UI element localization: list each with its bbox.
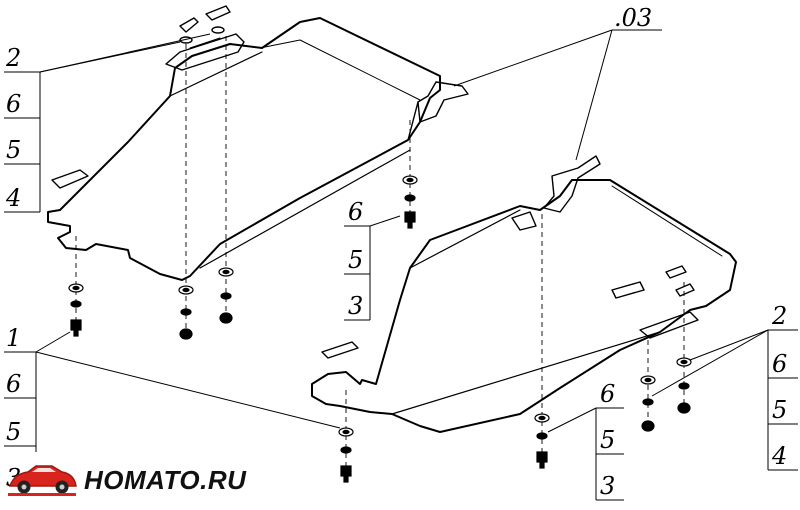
fastener-stack-6 — [534, 413, 550, 469]
callout-mid-2: 3 — [348, 292, 364, 320]
logo-text: HOMATO.RU — [84, 464, 247, 495]
fastener-stack-1 — [68, 283, 84, 337]
right-plate-top-fasteners — [665, 265, 695, 297]
callout-left-bottom-2: 5 — [6, 418, 22, 446]
callout-left-top-1: 6 — [6, 90, 22, 118]
fastener-stack-2 — [178, 285, 194, 340]
fastener-stack-5 — [338, 427, 354, 483]
callout-mid-1: 5 — [348, 246, 364, 274]
fastener-stack-7 — [640, 375, 656, 432]
callout-right-3: 4 — [772, 442, 788, 470]
callout-right-1: 6 — [772, 350, 788, 378]
callout-left-bottom-0: 1 — [6, 324, 22, 352]
callout-bottom-mid-2: 3 — [600, 472, 616, 500]
callout-left-top-3: 4 — [6, 184, 22, 212]
fastener-stack-3 — [218, 267, 234, 324]
callout-bottom-mid-0: 6 — [600, 380, 616, 408]
callout-left-top-2: 5 — [6, 136, 22, 164]
left-plate-top-fasteners — [179, 5, 231, 44]
callout-bottom-mid-1: 5 — [600, 426, 616, 454]
callout-mid-0: 6 — [348, 198, 364, 226]
callout-right-0: 2 — [772, 302, 788, 330]
left-skid-plate — [47, 17, 469, 281]
fastener-stack-8 — [676, 357, 692, 414]
callout-top-right: .03 — [614, 4, 653, 32]
logo: HOMATO.RU — [6, 458, 246, 502]
callout-right-2: 5 — [772, 396, 788, 424]
leader-lines — [4, 29, 798, 501]
fastener-stack-4 — [402, 175, 418, 229]
callout-left-bottom-1: 6 — [6, 370, 22, 398]
assembly-axes — [75, 36, 685, 470]
car-logo-icon — [8, 465, 77, 496]
right-skid-plate — [311, 155, 737, 433]
callout-left-top-0: 2 — [6, 44, 22, 72]
fastener-stacks — [68, 175, 692, 483]
